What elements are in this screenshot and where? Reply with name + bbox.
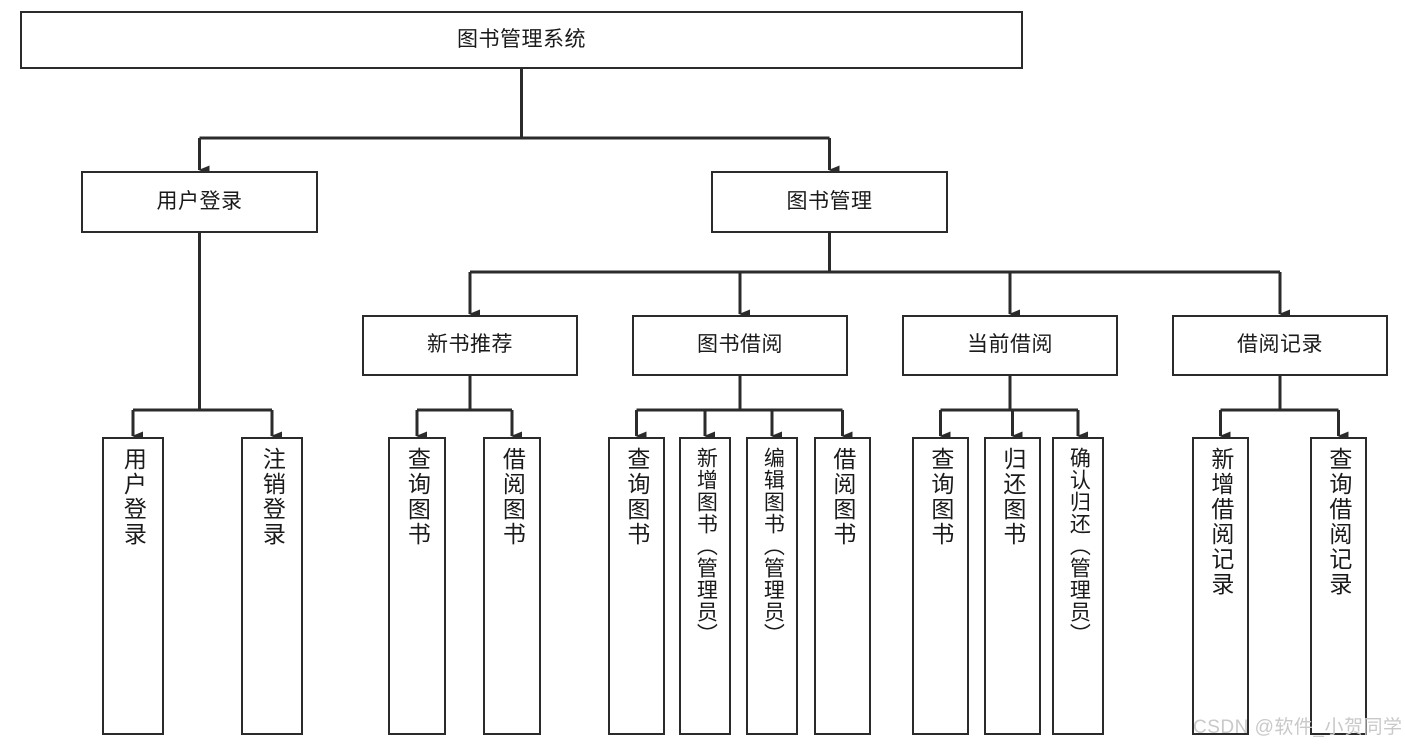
node-leaf-user-login[interactable]: 用户登录 bbox=[102, 437, 164, 735]
node-user-login[interactable]: 用户登录 bbox=[81, 171, 318, 233]
node-label: 借阅图书 bbox=[829, 447, 856, 547]
node-label: 新增借阅记录 bbox=[1207, 447, 1234, 597]
node-label: 查询图书 bbox=[623, 447, 650, 547]
node-leaf-query-book-3[interactable]: 查询图书 bbox=[912, 437, 969, 735]
node-label: 借阅记录 bbox=[1237, 333, 1323, 357]
node-leaf-add-record[interactable]: 新增借阅记录 bbox=[1192, 437, 1249, 735]
node-book-borrow[interactable]: 图书借阅 bbox=[632, 315, 848, 376]
node-new-book-rec[interactable]: 新书推荐 bbox=[362, 315, 578, 376]
node-leaf-query-book-2[interactable]: 查询图书 bbox=[608, 437, 665, 735]
node-leaf-query-book-1[interactable]: 查询图书 bbox=[388, 437, 446, 735]
node-borrow-record[interactable]: 借阅记录 bbox=[1172, 315, 1388, 376]
node-leaf-borrow-book-2[interactable]: 借阅图书 bbox=[814, 437, 871, 735]
node-label: 用户登录 bbox=[156, 189, 243, 213]
node-book-manage[interactable]: 图书管理 bbox=[711, 171, 948, 233]
node-leaf-logout[interactable]: 注销登录 bbox=[241, 437, 303, 735]
csdn-watermark: CSDN @软件_小贺同学 bbox=[1193, 717, 1403, 738]
node-root[interactable]: 图书管理系统 bbox=[20, 11, 1023, 69]
node-label: 图书借阅 bbox=[697, 333, 783, 357]
node-label: 查询图书 bbox=[927, 447, 954, 547]
node-leaf-edit-book[interactable]: 编辑图书（管理员） bbox=[746, 437, 798, 735]
node-leaf-add-book[interactable]: 新增图书（管理员） bbox=[679, 437, 731, 735]
node-label: 注销登录 bbox=[259, 447, 286, 547]
node-leaf-confirm-return[interactable]: 确认归还（管理员） bbox=[1052, 437, 1104, 735]
node-label: 新增图书（管理员） bbox=[694, 447, 718, 645]
node-leaf-borrow-book-1[interactable]: 借阅图书 bbox=[483, 437, 541, 735]
node-leaf-return-book[interactable]: 归还图书 bbox=[984, 437, 1041, 735]
edge-group bbox=[131, 69, 1349, 441]
node-label: 新书推荐 bbox=[427, 333, 513, 357]
node-label: 当前借阅 bbox=[967, 333, 1053, 357]
node-leaf-query-record[interactable]: 查询借阅记录 bbox=[1310, 437, 1367, 735]
node-label: 查询借阅记录 bbox=[1325, 447, 1352, 597]
node-label: 图书管理系统 bbox=[457, 27, 586, 51]
node-label: 归还图书 bbox=[999, 447, 1026, 547]
node-label: 编辑图书（管理员） bbox=[761, 447, 785, 645]
node-label: 图书管理 bbox=[786, 189, 873, 213]
node-label: 确认归还（管理员） bbox=[1067, 447, 1091, 645]
node-current-borrow[interactable]: 当前借阅 bbox=[902, 315, 1118, 376]
node-label: 借阅图书 bbox=[499, 447, 526, 547]
node-label: 用户登录 bbox=[120, 447, 147, 547]
node-label: 查询图书 bbox=[404, 447, 431, 547]
